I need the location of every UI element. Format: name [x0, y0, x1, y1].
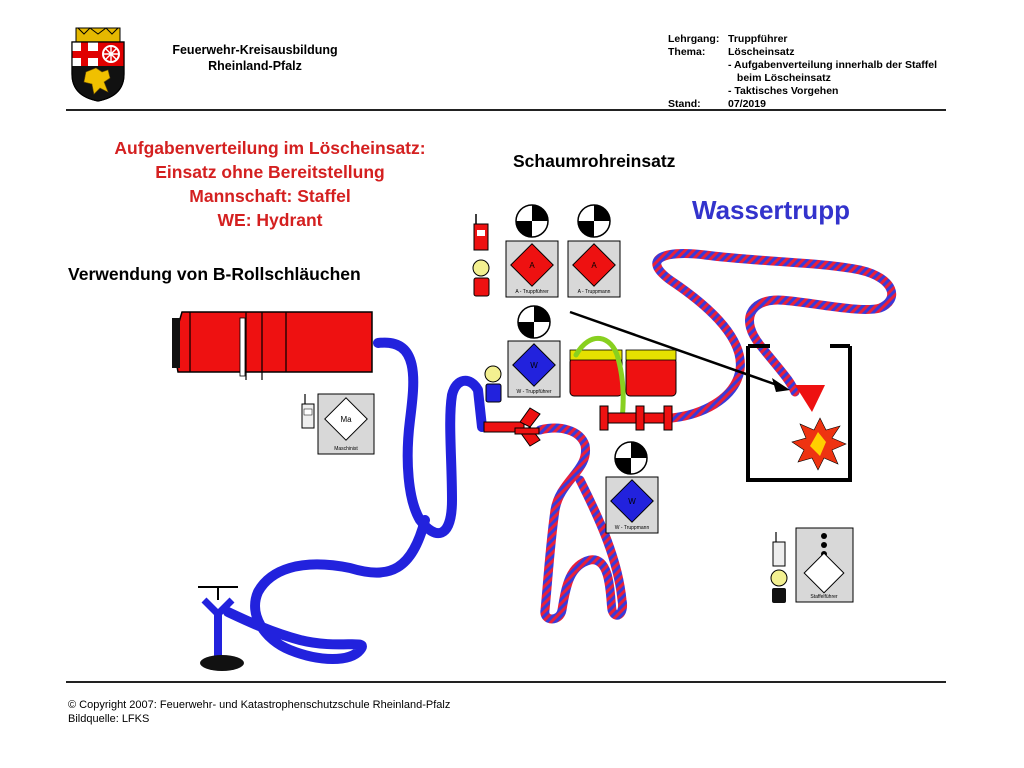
slide-title: Aufgabenverteilung im Löscheinsatz: Eins… — [40, 136, 500, 232]
foam-canister-icon — [569, 349, 677, 397]
card-letter: W — [530, 361, 538, 370]
lamp-icon — [472, 259, 490, 297]
helmet-icon — [515, 204, 549, 238]
card-label: W - Truppführer — [516, 389, 551, 395]
coat-of-arms-icon — [71, 27, 125, 102]
suction-hose — [573, 335, 626, 423]
meta-row: Stand:07/2019 — [668, 98, 766, 110]
nozzle-arrow-icon — [795, 385, 825, 412]
water-troop-label: Wassertrupp — [692, 195, 850, 225]
slide-subtitle: Verwendung von B-Rollschläuchen — [68, 264, 361, 284]
b-hose — [223, 337, 487, 664]
card-letter: Ma — [340, 415, 352, 424]
helmet-icon — [614, 441, 648, 475]
helmet-icon — [517, 305, 551, 339]
arrow-head-icon — [772, 378, 790, 392]
card-label: Staffelführer — [810, 594, 837, 600]
meta-row: - Aufgabenverteilung innerhalb der Staff… — [728, 59, 938, 71]
image-source-text: Bildquelle: LFKS — [68, 713, 150, 725]
footer: © Copyright 2007: Feuerwehr- und Katastr… — [68, 698, 450, 726]
org-line-2: Rheinland-Pfalz — [208, 59, 302, 73]
lamp-icon — [484, 365, 502, 403]
org-line-1: Feuerwehr-Kreisausbildung — [172, 43, 338, 57]
striped-hose — [535, 249, 896, 624]
card-label: Maschinist — [334, 446, 358, 452]
radio-icon — [301, 394, 315, 429]
course-meta: Lehrgang:Truppführer Thema:Löscheinsatz … — [668, 33, 937, 111]
meta-row: Lehrgang:Truppführer — [668, 33, 788, 45]
proportioner-icon — [599, 405, 673, 431]
title-line-1: Aufgabenverteilung im Löscheinsatz: — [114, 138, 426, 158]
card-label: A - Truppmann — [578, 289, 611, 295]
meta-row: - Taktisches Vorgehen — [728, 85, 839, 97]
card-w-truppfuehrer: W W - Truppführer — [507, 340, 561, 398]
copyright-text: © Copyright 2007: Feuerwehr- und Katastr… — [68, 699, 451, 711]
radio-icon — [473, 214, 489, 251]
card-label: W - Truppmann — [615, 525, 650, 531]
title-line-3: Mannschaft: Staffel — [189, 186, 351, 206]
card-label: A - Truppführer — [515, 289, 549, 295]
card-letter: A — [591, 261, 597, 270]
title-line-4: WE: Hydrant — [217, 210, 323, 230]
helmet-icon — [577, 204, 611, 238]
meta-row: beim Löscheinsatz — [734, 72, 831, 84]
foam-pipe-label: Schaumrohreinsatz — [513, 151, 676, 171]
card-letter: A — [529, 261, 535, 270]
hydrant-icon — [198, 586, 244, 671]
radio-icon — [772, 532, 786, 567]
fire-engine-icon — [172, 311, 373, 380]
direction-arrow — [569, 310, 781, 388]
card-maschinist: Ma Maschinist — [317, 393, 375, 455]
lamp-icon — [770, 569, 788, 603]
fire-core — [810, 432, 826, 456]
distributor-icon — [483, 407, 541, 447]
meta-row: Thema:Löscheinsatz — [668, 46, 795, 58]
fire-room — [746, 344, 852, 482]
card-letter: W — [628, 497, 636, 506]
card-w-truppmann: W W - Truppmann — [605, 476, 659, 534]
title-line-2: Einsatz ohne Bereitstellung — [155, 162, 385, 182]
card-a-truppfuehrer: A A - Truppführer — [505, 240, 559, 298]
card-a-truppmann: A A - Truppmann — [567, 240, 621, 298]
footer-divider — [66, 681, 946, 683]
card-staffelfuehrer: Staffelführer — [795, 527, 854, 603]
header-divider — [66, 109, 946, 111]
organization-name: Feuerwehr-Kreisausbildung Rheinland-Pfal… — [110, 42, 400, 74]
